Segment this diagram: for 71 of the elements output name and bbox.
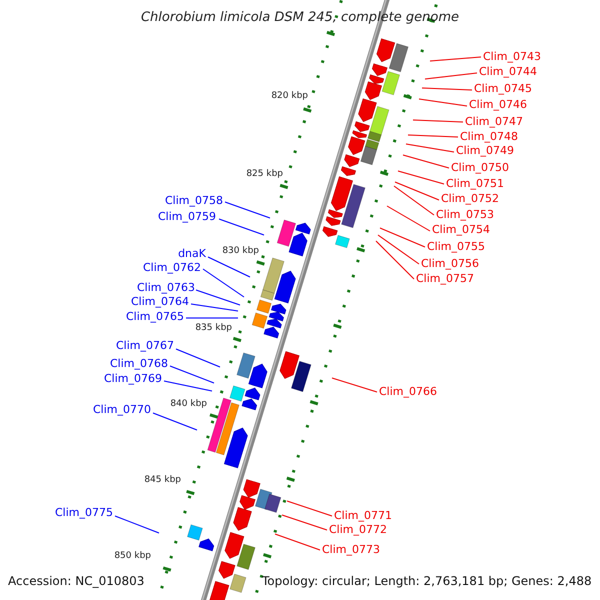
gene-label: Clim_0765 [126,310,184,323]
gene-label: Clim_0746 [469,98,528,111]
leader-line [176,348,220,368]
leader-line [114,516,160,534]
leader-line [394,182,440,200]
gene-label: Clim_0771 [334,509,392,522]
scale-label: 825 kbp [246,168,283,181]
leader-line [190,304,238,312]
leader-line [282,514,328,530]
gene-label: Clim_0747 [465,115,524,128]
leader-line [418,98,468,106]
gene-label: Clim_0759 [158,210,216,223]
leader-line [424,72,478,80]
gene-label: Clim_0773 [322,543,380,556]
gene-label: Clim_0753 [436,208,494,221]
leader-line [164,380,212,392]
title: Chlorobium limicola DSM 245, complete genome [140,11,460,24]
leader-line [398,170,444,184]
leader-line [406,144,454,152]
gene-label: Clim_0754 [432,223,490,236]
gene-label: Clim_0770 [92,403,151,416]
scale-label: 845 kbp [144,474,181,487]
gene-label: Clim_0744 [479,65,538,78]
gene-label: Clim_0757 [416,272,474,285]
gene-label: Clim_0745 [474,82,532,95]
leader-line [332,378,378,392]
gene-label: Clim_0769 [104,372,162,385]
leader-line [378,234,420,264]
gene-label: Clim_0766 [379,385,438,398]
leader-line [202,268,244,298]
leader-line [208,256,250,278]
info-text: Accession: NC_010803 [8,575,144,588]
leader-line [402,154,450,168]
leader-line [286,500,332,516]
gene-label: Clim_0748 [460,130,518,143]
gene-label: Clim_0749 [456,144,514,157]
leader-line [218,218,264,236]
gene-label: Clim_0772 [329,523,388,536]
gene-label: Clim_0764 [130,295,189,308]
leader-line [170,366,214,384]
scale-label: 830 kbp [222,245,259,258]
gene-label: Clim_0756 [421,257,480,270]
info-text: Topology: circular; Length: 2,763,181 bp; Genes: 2,488 [262,575,592,588]
leader-line [394,186,434,216]
leader-line [408,134,458,138]
leader-line [224,202,270,218]
gene-label: Clim_0758 [164,194,223,207]
leader-line [376,240,414,280]
leader-line [386,206,430,232]
gene-label: Clim_0767 [116,339,174,352]
leader-line [196,290,240,306]
scale-label: 820 kbp [271,90,308,103]
leader-line [422,88,472,90]
gene-label: Clim_0763 [136,281,195,294]
gene-label: Clim_0762 [142,261,201,274]
leader-line [412,120,464,122]
scale-label: 840 kbp [170,398,207,411]
leader-line [274,534,320,550]
gene-label: Clim_0755 [427,240,486,253]
gene-label: Clim_0752 [441,192,500,205]
gene-label: dnaK [178,247,206,260]
gene-label: Clim_0743 [483,50,542,63]
gene-label: Clim_0775 [54,506,113,519]
gene-label: Clim_0751 [446,177,504,190]
gene-label: Clim_0768 [110,357,168,370]
scale-label: 850 kbp [114,550,151,563]
leader-line [430,56,482,62]
leader-line [380,228,426,248]
scale-label: 835 kbp [195,322,232,335]
leader-line [152,412,198,430]
gene-label: Clim_0750 [451,161,510,174]
